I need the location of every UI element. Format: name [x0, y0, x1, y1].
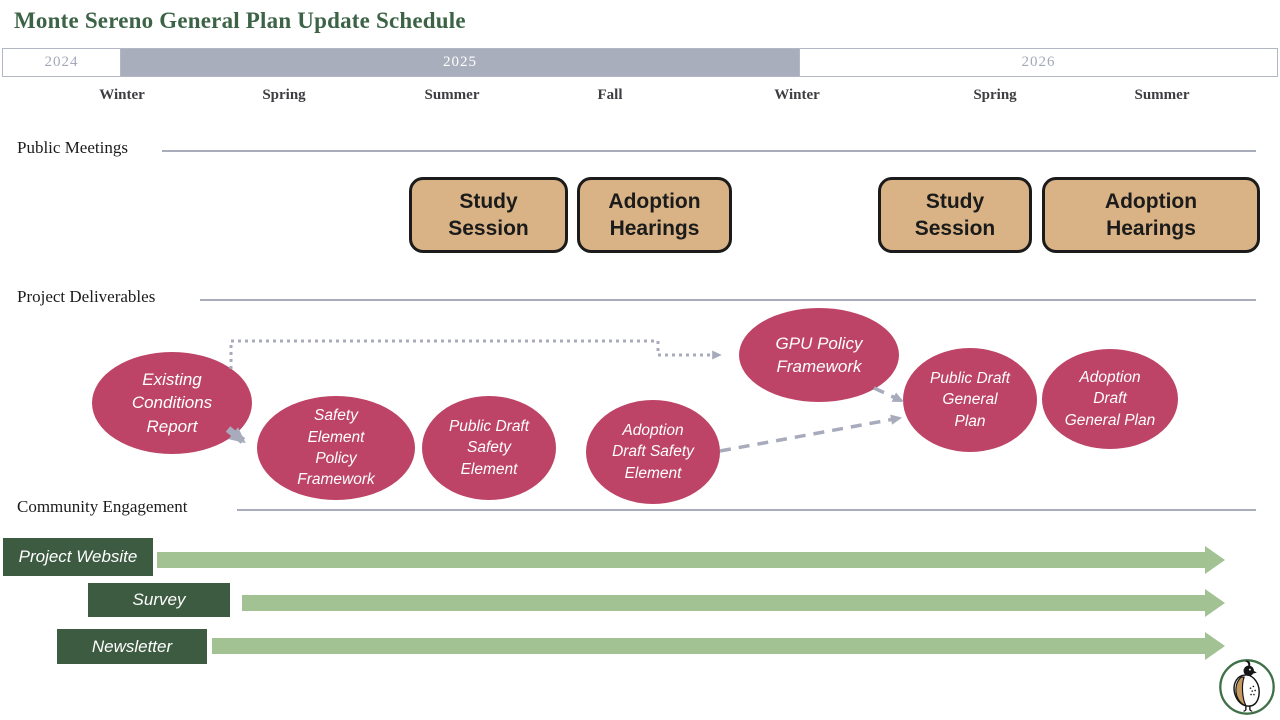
section-divider [200, 299, 1256, 301]
section-label-community-engagement: Community Engagement [17, 497, 188, 516]
season-label: Spring [973, 87, 1017, 103]
dashed-arrow-gpu-framework-to-public-draft-gp [873, 386, 904, 403]
deliverable-existing-conditions-report: Existing Conditions Report [92, 352, 252, 454]
season-label: Fall [597, 87, 623, 103]
meeting-box-study-session-1: Study Session [409, 177, 568, 253]
meeting-box-adoption-hearings-2: Adoption Hearings [1042, 177, 1260, 253]
season-label: Summer [1134, 87, 1190, 103]
section-divider [162, 150, 1256, 152]
deliverable-adoption-draft-general-plan: Adoption Draft General Plan [1042, 349, 1178, 449]
deliverable-adoption-draft-safety-element: Adoption Draft Safety Element [586, 400, 720, 504]
engagement-bar-survey [242, 595, 1205, 611]
engagement-label-survey: Survey [88, 583, 230, 617]
year-segment-2024: 2024 [3, 49, 121, 76]
engagement-bar-newsletter [212, 638, 1205, 654]
season-label: Spring [262, 87, 306, 103]
arrowhead-icon [1205, 546, 1225, 574]
meeting-box-adoption-hearings-1: Adoption Hearings [577, 177, 732, 253]
season-label: Summer [424, 87, 480, 103]
deliverable-gpu-policy-framework: GPU Policy Framework [739, 308, 899, 402]
section-divider [237, 509, 1256, 511]
season-label: Winter [774, 87, 820, 103]
arrowhead-icon [1205, 632, 1225, 660]
timeline-year-bar: 2024 2025 2026 [2, 48, 1278, 77]
deliverable-safety-element-policy-framework: Safety Element Policy Framework [257, 396, 415, 500]
quail-icon [1219, 659, 1275, 715]
deliverable-public-draft-safety-element: Public Draft Safety Element [422, 396, 556, 500]
dashed-arrow-adoption-safety-to-public-draft-gp [719, 414, 903, 453]
arrowhead-icon [1205, 589, 1225, 617]
page-title: Monte Sereno General Plan Update Schedul… [14, 8, 466, 33]
year-segment-2025: 2025 [121, 49, 799, 76]
season-label: Winter [99, 87, 145, 103]
quail-logo [1218, 658, 1276, 716]
section-label-public-meetings: Public Meetings [17, 138, 128, 157]
deliverable-public-draft-general-plan: Public Draft General Plan [903, 348, 1037, 452]
section-label-project-deliverables: Project Deliverables [17, 287, 156, 306]
year-segment-2026: 2026 [799, 49, 1277, 76]
engagement-label-project-website: Project Website [3, 538, 153, 576]
meeting-box-study-session-2: Study Session [878, 177, 1032, 253]
dotted-connector-existing-conditions-to-gpu-framework [229, 339, 722, 369]
engagement-label-newsletter: Newsletter [57, 629, 207, 664]
engagement-bar-project-website [157, 552, 1205, 568]
